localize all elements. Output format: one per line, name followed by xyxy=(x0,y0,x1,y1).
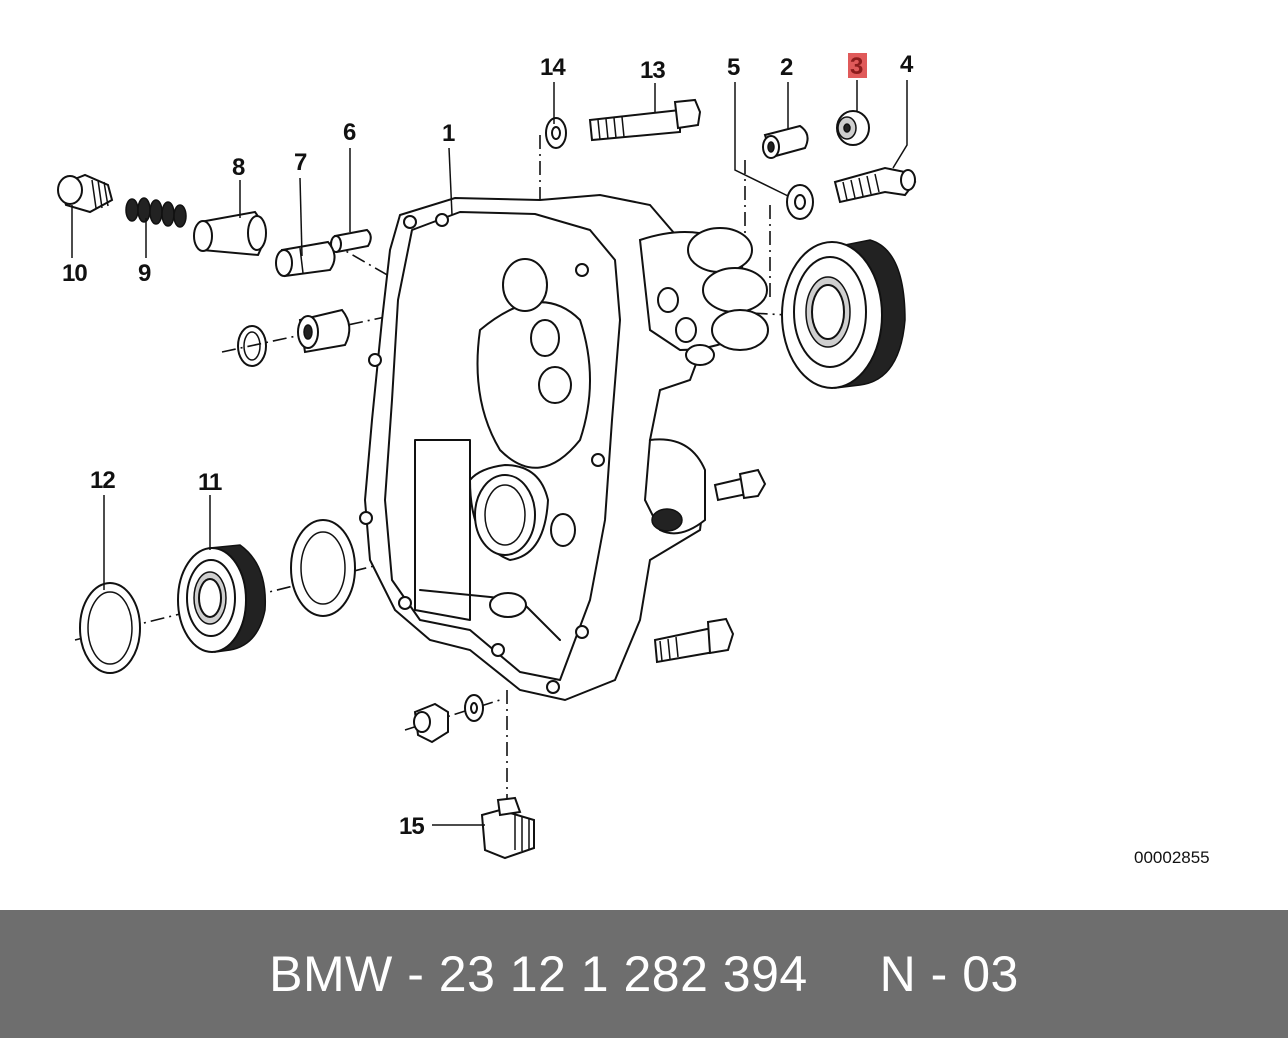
washer-part-14 xyxy=(545,117,567,149)
sleeve-coupling xyxy=(297,308,351,354)
callout-6: 6 xyxy=(343,119,356,146)
diagram-drawing: 1 2 3 4 5 6 7 8 9 10 11 12 13 14 15 xyxy=(57,51,917,860)
callout-12: 12 xyxy=(90,467,115,494)
bolt-part-13 xyxy=(588,98,702,142)
callout-7: 7 xyxy=(294,149,307,176)
axis-line-nut xyxy=(404,699,501,731)
callout-5: 5 xyxy=(727,54,740,81)
washer-part-5 xyxy=(786,184,814,220)
drain-plug-part-15 xyxy=(480,796,535,860)
leader-lines xyxy=(71,80,908,826)
ball-bearing-right xyxy=(781,239,906,389)
gearbox-housing xyxy=(359,193,769,702)
callout-11: 11 xyxy=(198,469,222,496)
long-bolt-lower-right xyxy=(653,617,735,664)
axis-line-pin xyxy=(329,241,411,289)
spring-part-9 xyxy=(125,197,187,228)
reference-code: 00002855 xyxy=(1134,848,1210,867)
callout-10: 10 xyxy=(62,260,87,287)
callout-13: 13 xyxy=(640,57,665,84)
exploded-parts-diagram: 1 2 3 4 5 6 7 8 9 10 11 12 13 14 15 0000… xyxy=(57,51,1210,867)
callout-8: 8 xyxy=(232,154,245,181)
sleeve-part-8 xyxy=(193,210,267,257)
slotted-sleeve-part-7 xyxy=(275,240,336,278)
nut-lower xyxy=(413,702,449,744)
nut-part-3 xyxy=(836,110,870,146)
callout-9: 9 xyxy=(138,260,151,287)
seal-ring xyxy=(290,519,356,617)
ball-bearing-part-11 xyxy=(177,544,267,653)
footer-bar: BMW - 23 12 1 282 394 N - 03 xyxy=(0,910,1288,1038)
callout-4: 4 xyxy=(900,51,914,78)
callout-1: 1 xyxy=(442,120,455,147)
screw-plug-part-10 xyxy=(57,173,114,214)
pin-part-6 xyxy=(330,228,372,254)
part-number-caption: BMW - 23 12 1 282 394 N - 03 xyxy=(269,946,1019,1002)
shim-part-12 xyxy=(79,582,141,674)
callout-3-highlight xyxy=(848,53,867,78)
callout-15: 15 xyxy=(399,813,424,840)
callout-labels: 1 2 3 4 5 6 7 8 9 10 11 12 13 14 15 xyxy=(62,51,915,840)
threaded-stud-part-4 xyxy=(833,166,917,204)
sleeve-part-2 xyxy=(762,124,809,159)
washer-lower xyxy=(464,694,484,722)
small-bolt-right xyxy=(713,468,767,502)
circlip-upper xyxy=(237,325,267,367)
callout-2: 2 xyxy=(780,54,793,81)
callout-3: 3 xyxy=(850,53,863,80)
callout-14: 14 xyxy=(540,54,566,81)
